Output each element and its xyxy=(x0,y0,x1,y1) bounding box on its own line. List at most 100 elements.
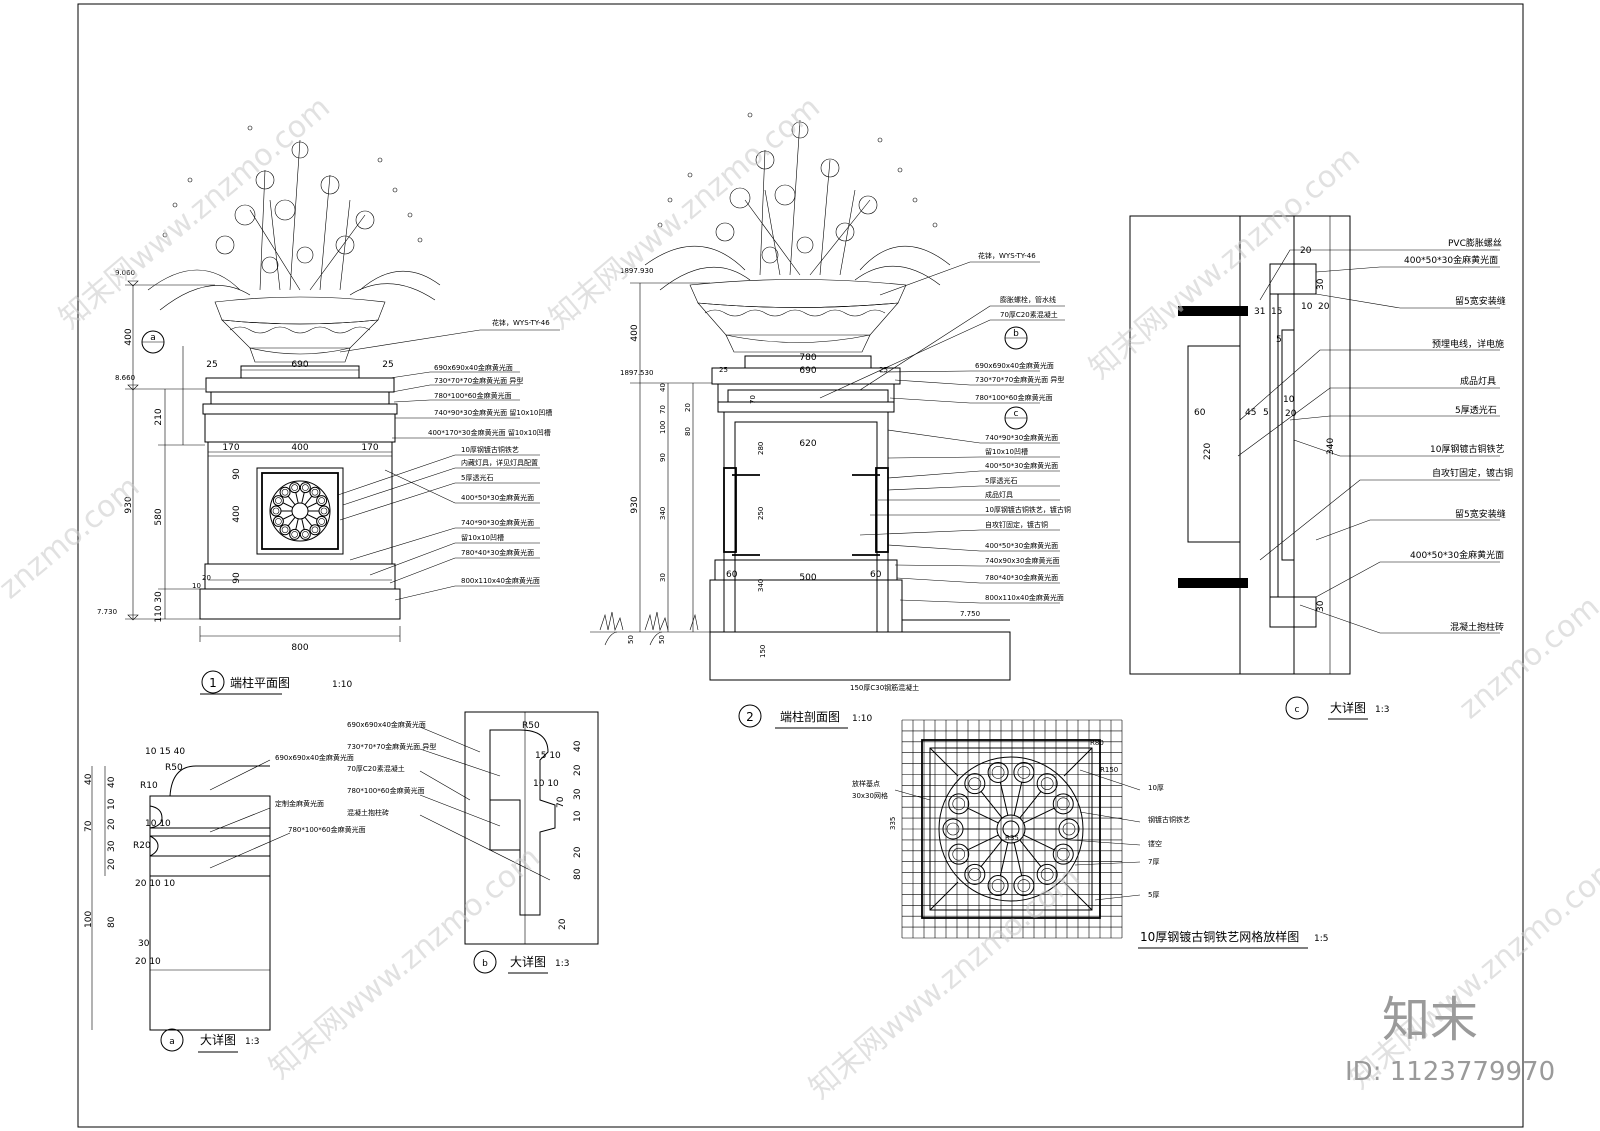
section-dim-60a: 60 xyxy=(726,570,738,580)
section-dim-v340b: 340 xyxy=(757,579,765,592)
c-dim-10: 10 xyxy=(1301,302,1313,312)
grille-spoke xyxy=(304,495,313,506)
a-dim-v40b: 40 xyxy=(107,776,117,788)
section-callout-11: 10厚钢镀古铜铁艺，镀古铜 xyxy=(985,505,1071,514)
leader-line xyxy=(896,577,1060,584)
c-dim-45: 45 xyxy=(1245,408,1256,418)
leader-line xyxy=(389,557,540,584)
leader-line xyxy=(894,379,1040,386)
grille-callout-4: 5厚 xyxy=(1148,891,1159,899)
grille-spoke xyxy=(282,502,294,508)
leader-line xyxy=(339,329,560,353)
grille-ring-inner xyxy=(1056,797,1070,811)
b-dim-r50: R50 xyxy=(522,721,540,731)
b-dim-v10: 10 xyxy=(573,810,583,822)
leader-line xyxy=(899,599,1060,604)
plan-dim-25b: 25 xyxy=(382,360,393,370)
c-callout-3: 预埋电线，详电施 xyxy=(1432,338,1504,350)
plan-callout-11: 留10x10凹槽 xyxy=(461,533,504,542)
section-callouts: 花钵，WYS-TY-46 膨胀螺栓，管水线 70厚C20素混凝土 690x690… xyxy=(819,251,1071,604)
section-dimensions: 1897.930 1897.530 7.750 400 930 40 70 10… xyxy=(620,267,1028,692)
brand-logo: 知末 xyxy=(1382,992,1478,1048)
plan-dim-930: 930 xyxy=(124,496,134,513)
grille-spoke xyxy=(1019,839,1042,867)
leader-line xyxy=(1315,266,1500,273)
section-dim-v30: 30 xyxy=(659,573,667,582)
c-callout-9: 400*50*30金麻黄光面 xyxy=(1410,549,1504,561)
leader-line xyxy=(887,456,1060,459)
grille-ring-inner xyxy=(311,526,319,534)
plan-callout-12: 780*40*30金麻黄光面 xyxy=(461,548,534,557)
grille-ring-circle xyxy=(1052,843,1074,865)
drawing-detail-b: R50 15 10 40 20 30 10 70 20 80 20 10 10 … xyxy=(347,711,599,974)
grille-callout-3: 7厚 xyxy=(1148,858,1159,866)
c-callout-7: 自攻钉固定，镀古铜 xyxy=(1432,467,1513,479)
plan-callout-0: 花钵，WYS-TY-46 xyxy=(492,318,550,327)
b-dim-v70: 70 xyxy=(556,796,566,808)
leader-line xyxy=(859,305,1065,391)
grille-dim-r80: R80 xyxy=(1090,739,1104,747)
section-callout-2: 70厚C20素混凝土 xyxy=(1000,310,1058,319)
grille-spoke xyxy=(304,516,313,527)
leader-line xyxy=(349,527,540,561)
section-dim-v280: 280 xyxy=(757,442,765,455)
section-callout-1: 膨胀螺栓，管水线 xyxy=(1000,295,1056,304)
b-dim-v1010: 10 10 xyxy=(533,779,559,789)
grille-ring-circle xyxy=(1036,863,1058,885)
grille-ring-circle xyxy=(299,482,311,494)
c-dim-30: 30 xyxy=(1316,278,1326,290)
section-callout-7: 留10x10凹槽 xyxy=(985,447,1028,456)
grille-dim-r35: R35 xyxy=(1005,834,1019,842)
leader-line xyxy=(889,397,1040,404)
grille-title-scale: 1:5 xyxy=(1314,934,1328,944)
plan-callout-2: 730*70*70金麻黄光面 异型 xyxy=(434,376,523,385)
leader-line xyxy=(1315,519,1500,541)
c-callout-6: 10厚钢镀古铜铁艺 xyxy=(1430,443,1504,455)
grille-ring-inner xyxy=(952,797,966,811)
grille-ring-circle xyxy=(270,505,282,517)
flower-pot-plan xyxy=(147,125,441,363)
grille-ring-inner xyxy=(302,531,309,538)
leader-line xyxy=(1293,439,1500,457)
grille-ring-circle xyxy=(289,528,301,540)
leader-line xyxy=(394,585,540,601)
c-dim-5b: 5 xyxy=(1263,408,1269,418)
c-callout-10: 混凝土抱柱砖 xyxy=(1450,621,1504,633)
watermark-cn-5: 知末网www.znzmo.com xyxy=(803,860,1087,1106)
watermark-cn-1: 知末网www.znzmo.com xyxy=(53,90,337,336)
plan-title: 1 端柱平面图 1:10 xyxy=(200,670,352,695)
grille-ring-inner xyxy=(275,497,282,504)
leader-line xyxy=(887,485,1060,491)
leader-line xyxy=(1237,387,1500,457)
section-dim-25b: 25 xyxy=(879,366,888,374)
b-dim-v30: 30 xyxy=(573,788,583,800)
section-callout-10: 成品灯具 xyxy=(985,490,1013,499)
grille-ring-circle xyxy=(309,524,321,536)
plan-callout-4: 740*90*30金麻黄光面 留10x10凹槽 xyxy=(434,408,552,417)
grille-note-0: 放样基点 xyxy=(852,779,880,788)
a-callout-2: 780*100*60金麻黄光面 xyxy=(288,825,366,834)
section-dim-60b: 60 xyxy=(870,570,882,580)
section-concrete-note: 150厚C30钢筋混凝土 xyxy=(850,683,919,692)
b-dim-v20: 20 xyxy=(573,764,583,776)
plan-callout-10: 740*90*30金麻黄光面 xyxy=(461,518,534,527)
leader-line xyxy=(339,482,540,521)
plan-dim-90a: 90 xyxy=(232,468,242,480)
c-title-text: 大详图 xyxy=(1330,700,1366,715)
leader-line xyxy=(887,429,1060,444)
section-dim-v340: 340 xyxy=(659,507,667,520)
c-dim-20c: 20 xyxy=(1285,409,1297,419)
section-dim-25: 25 xyxy=(719,366,728,374)
section-dim-v70: 70 xyxy=(659,405,667,414)
section-ref-c: c xyxy=(1014,409,1019,419)
b-callout-4: 混凝土抱柱砖 xyxy=(347,808,389,817)
leader-line xyxy=(819,319,1065,399)
a-callout-0: 690x690x40金麻黄光面 xyxy=(275,753,354,762)
grille-spoke xyxy=(306,514,318,520)
section-callout-0: 花钵，WYS-TY-46 xyxy=(978,251,1036,260)
section-dim-780: 780 xyxy=(799,353,816,363)
section-dim-50b: 50 xyxy=(658,635,666,644)
watermark-site-2: znzmo.com xyxy=(1453,589,1600,726)
grille-spoke xyxy=(295,492,299,504)
grille-spoke xyxy=(980,791,1003,819)
